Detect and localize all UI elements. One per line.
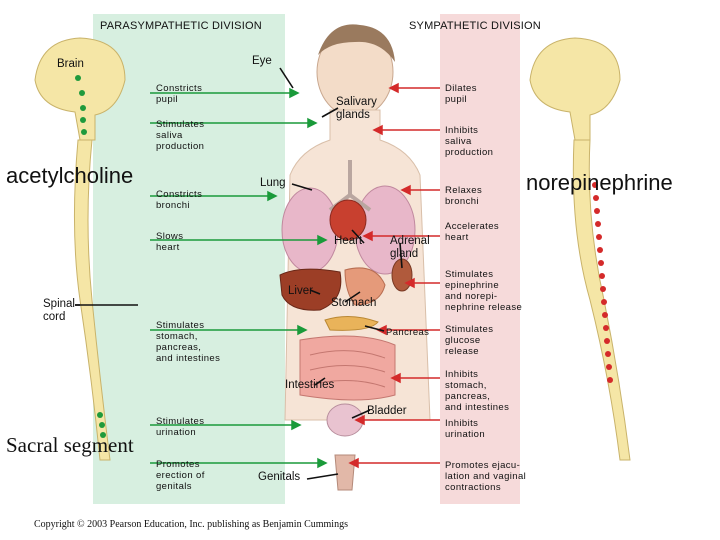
symp-effect-bronchi: Relaxes bronchi [445, 185, 483, 207]
norepinephrine-label: norepinephrine [526, 170, 673, 195]
symp-effect-genitals: Promotes ejacu- lation and vaginal contr… [445, 460, 527, 493]
sympathetic-header: SYMPATHETIC DIVISION [409, 20, 541, 32]
symp-effect-pupil: Dilates pupil [445, 83, 477, 105]
para-effect-urination: Stimulates urination [156, 416, 205, 438]
salivary-glands-label: Salivary glands [336, 96, 377, 121]
pancreas-label: Pancreas [386, 327, 430, 338]
liver-label: Liver [288, 285, 313, 297]
symp-effect-epinephrine: Stimulates epinephrine and norepi- nephr… [445, 269, 523, 313]
right-brain-spinal-cord [529, 37, 631, 461]
genitals-label: Genitals [258, 471, 301, 483]
para-effect-digestion: Stimulates stomach, pancreas, and intest… [156, 320, 221, 364]
intestines-label: Intestines [285, 379, 335, 391]
sympathetic-panel [440, 14, 520, 504]
para-effect-saliva: Stimulates saliva production [156, 119, 205, 152]
stomach-label: Stomach [331, 297, 377, 309]
acetylcholine-label: acetylcholine [6, 163, 134, 188]
copyright-text: Copyright © 2003 Pearson Education, Inc.… [34, 519, 348, 530]
symp-effect-digestion: Inhibits stomach, pancreas, and intestin… [445, 369, 510, 413]
left-brain-spinal-cord [34, 37, 126, 461]
adrenal-gland-label: Adrenal gland [390, 235, 430, 260]
symp-effect-saliva: Inhibits saliva production [445, 125, 494, 158]
symp-effect-heart: Accelerates heart [445, 221, 500, 243]
heart-label: Heart [334, 235, 363, 247]
para-effect-bronchi: Constricts bronchi [156, 189, 203, 211]
para-effect-heart: Slows heart [156, 231, 184, 253]
lung-label: Lung [260, 177, 286, 189]
spinal-cord-label: Spinal cord [43, 298, 75, 323]
parasympathetic-header: PARASYMPATHETIC DIVISION [100, 20, 262, 32]
bladder-label: Bladder [367, 405, 407, 417]
para-effect-pupil: Constricts pupil [156, 83, 203, 105]
symp-effect-urination: Inhibits urination [445, 418, 486, 440]
sacral-segment-label: Sacral segment [6, 433, 134, 457]
brain-label: Brain [57, 58, 84, 70]
eye-label: Eye [252, 55, 272, 67]
para-effect-genitals: Promotes erection of genitals [156, 459, 205, 492]
parasympathetic-panel [93, 14, 285, 504]
symp-effect-glucose: Stimulates glucose release [445, 324, 494, 357]
